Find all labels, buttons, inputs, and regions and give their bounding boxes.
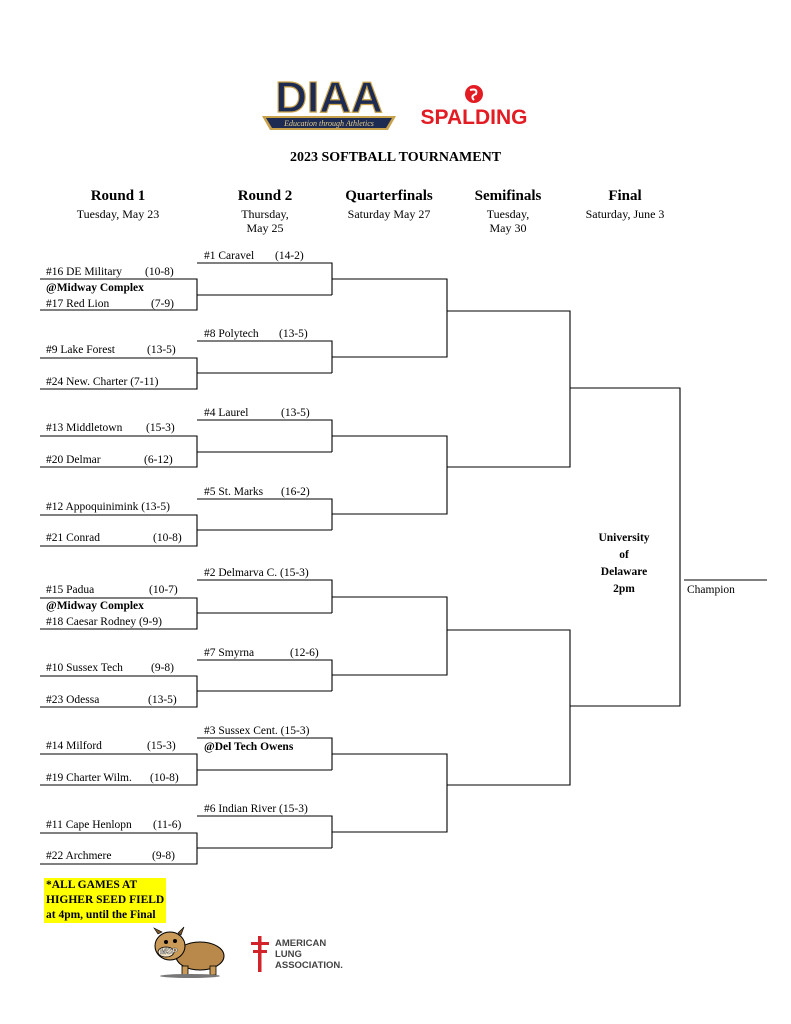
r2-team-3: #4 Laurel: [204, 407, 249, 419]
higher-seed-note: *ALL GAMES AT HIGHER SEED FIELD at 4pm, …: [44, 878, 167, 923]
r1-team-15: #11 Cape Henlopn: [46, 819, 132, 831]
r1-record-9: (10-7): [149, 584, 178, 596]
r2-record-4: (16-2): [281, 486, 310, 498]
round-1-date: Tuesday, May 23: [76, 207, 160, 221]
r1-record-2: (7-9): [151, 298, 174, 310]
header-quarterfinals: Quarterfinals Saturday May 27: [328, 187, 450, 221]
final-site: University of Delaware 2pm: [585, 530, 663, 598]
note-line-1: *ALL GAMES AT: [46, 879, 138, 891]
note-line-2: HIGHER SEED FIELD: [46, 894, 165, 906]
r1-team-11: #10 Sussex Tech: [46, 662, 123, 674]
r1-team-3: #9 Lake Forest: [46, 344, 115, 356]
venue-midway-1: @Midway Complex: [46, 282, 144, 294]
svg-text:AMERICAN: AMERICAN: [275, 938, 326, 949]
american-lung-association-logo: AMERICAN LUNG ASSOCIATION.: [251, 936, 343, 972]
r1-record-16: (9-8): [152, 850, 175, 862]
r2-record-3: (13-5): [281, 407, 310, 419]
round-2-title: Round 2: [237, 188, 293, 204]
r1-team-10: #18 Caesar Rodney (9-9): [46, 616, 162, 628]
r1-team-9: #15 Padua: [46, 584, 95, 596]
final-site-line-4: 2pm: [613, 583, 635, 595]
header-semifinals: Semifinals Tuesday, May 30: [458, 187, 558, 235]
champion-label: Champion: [687, 584, 735, 596]
page-title: 2023 SOFTBALL TOURNAMENT: [289, 150, 502, 165]
r1-record-3: (13-5): [147, 344, 176, 356]
r2-team-2: #8 Polytech: [204, 328, 259, 340]
round-2-date: Thursday, May 25: [241, 207, 289, 235]
note-line-3: at 4pm, until the Final: [46, 909, 156, 921]
r1-team-6: #20 Delmar: [46, 454, 101, 466]
r2-record-1: (14-2): [275, 250, 304, 262]
final-site-line-1: University: [598, 532, 650, 544]
quarterfinals-date: Saturday May 27: [347, 207, 431, 221]
r2-team-1: #1 Caravel: [204, 250, 255, 262]
svg-text:LUNG: LUNG: [275, 949, 302, 960]
r1-team-2: #17 Red Lion: [46, 298, 110, 310]
quarterfinals-title: Quarterfinals: [345, 188, 433, 204]
r1-record-12: (13-5): [148, 694, 177, 706]
msp-bulldog-logo: MSP: [153, 926, 225, 978]
semifinals-title: Semifinals: [474, 188, 542, 204]
spalding-logo: SPALDING: [421, 85, 528, 129]
final-site-line-3: Delaware: [600, 566, 648, 578]
semifinals-date: Tuesday, May 30: [486, 207, 530, 235]
r1-team-8: #21 Conrad: [46, 532, 100, 544]
r2-record-6: (12-6): [290, 647, 319, 659]
r1-team-5: #13 Middletown: [46, 422, 123, 434]
svg-text:SPALDING: SPALDING: [421, 106, 528, 129]
r1-record-1: (10-8): [145, 266, 174, 278]
r1-team-1: #16 DE Military: [46, 266, 123, 278]
r2-team-5: #2 Delmarva C. (15-3): [204, 567, 309, 579]
svg-text:DIAA: DIAA: [275, 73, 383, 122]
r1-record-13: (15-3): [147, 740, 176, 752]
r1-team-4: #24 New. Charter (7-11): [46, 376, 159, 388]
svg-text:ASSOCIATION.: ASSOCIATION.: [275, 960, 343, 971]
svg-text:MSP: MSP: [160, 947, 178, 956]
venue-midway-2: @Midway Complex: [46, 600, 144, 612]
r2-team-4: #5 St. Marks: [204, 486, 264, 498]
r2-record-2: (13-5): [279, 328, 308, 340]
r1-record-8: (10-8): [153, 532, 182, 544]
r2-team-6: #7 Smyrna: [204, 647, 255, 659]
r2-team-7: #3 Sussex Cent. (15-3): [204, 725, 310, 737]
venue-del-tech: @Del Tech Owens: [204, 741, 294, 753]
r1-record-11: (9-8): [151, 662, 174, 674]
r2-team-8: #6 Indian River (15-3): [204, 803, 308, 815]
r1-team-14: #19 Charter Wilm.: [46, 772, 132, 784]
final-site-line-2: of: [619, 549, 629, 561]
final-date: Saturday, June 3: [585, 207, 665, 221]
r1-team-13: #14 Milford: [46, 740, 102, 752]
r1-team-12: #23 Odessa: [46, 694, 100, 706]
r1-team-7: #12 Appoquinimink (13-5): [46, 501, 170, 513]
diaa-logo: DIAA Education through Athletics: [262, 72, 396, 130]
r1-record-14: (10-8): [150, 772, 179, 784]
svg-text:Education through Athletics: Education through Athletics: [283, 119, 374, 128]
header-final: Final Saturday, June 3: [570, 187, 680, 221]
header-round-2: Round 2 Thursday, May 25: [205, 187, 325, 235]
header-round-1: Round 1 Tuesday, May 23: [58, 187, 178, 221]
r1-record-5: (15-3): [146, 422, 175, 434]
final-title: Final: [608, 188, 642, 204]
r1-team-16: #22 Archmere: [46, 850, 112, 862]
round-1-title: Round 1: [90, 188, 146, 204]
r1-record-15: (11-6): [153, 819, 182, 831]
r1-record-6: (6-12): [144, 454, 173, 466]
